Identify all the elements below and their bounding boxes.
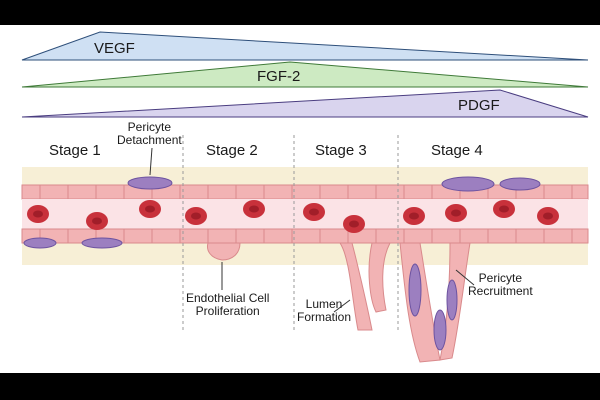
lumen-formation-leader	[333, 299, 351, 313]
endothelial-proliferation-line2: Proliferation	[195, 304, 260, 318]
lumen-formation-line1: Lumen	[305, 297, 343, 311]
red-blood-cell	[403, 207, 425, 225]
red-blood-cell	[243, 200, 265, 218]
tissue-band-bottom	[22, 243, 588, 265]
stage-1-label: Stage 1	[49, 142, 101, 159]
pericyte-detachment-line2: Detachment	[117, 133, 182, 147]
vessel-wall-bottom	[21, 228, 589, 244]
pericyte	[433, 309, 447, 351]
pericyte-recruitment-line1: Pericyte	[478, 271, 523, 285]
fgf2-label: FGF-2	[257, 68, 301, 85]
stage2-cell-cluster	[207, 242, 241, 261]
pericyte-detachment-leader	[149, 147, 153, 176]
red-blood-cell	[139, 200, 161, 218]
pdgf-label: PDGF	[458, 97, 500, 114]
fgf2-gradient-wedge	[21, 61, 589, 88]
pericyte	[127, 176, 173, 190]
pericyte-recruitment-leader	[455, 269, 475, 286]
red-blood-cells	[27, 200, 559, 233]
pericyte-detachment-line1: Pericyte	[127, 120, 172, 134]
pericyte	[81, 237, 123, 249]
pdgf-gradient-wedge	[21, 89, 589, 118]
stage-3-label: Stage 3	[315, 142, 367, 159]
red-blood-cell	[303, 203, 325, 221]
vegf-label: VEGF	[94, 40, 135, 57]
pericyte-recruitment-line2: Recruitment	[468, 284, 533, 298]
stage3-sprout	[339, 242, 373, 331]
stage3-sprout-b	[368, 242, 391, 313]
vegf-gradient-wedge	[21, 31, 589, 61]
pericyte	[441, 176, 495, 192]
red-blood-cell	[343, 215, 365, 233]
red-blood-cell	[185, 207, 207, 225]
pericyte-detachment-label: Pericyte Detachment	[117, 121, 182, 147]
red-blood-cell	[493, 200, 515, 218]
red-blood-cell	[27, 205, 49, 223]
lumen-formation-line2: Formation	[297, 310, 352, 324]
endothelial-proliferation-label: Endothelial Cell Proliferation	[186, 292, 269, 318]
pericyte	[499, 177, 541, 191]
red-blood-cell	[445, 204, 467, 222]
pericyte	[446, 279, 458, 321]
pericyte-recruitment-label: Pericyte Recruitment	[468, 272, 533, 298]
stage-4-label: Stage 4	[431, 142, 483, 159]
pericytes	[23, 176, 541, 351]
pericyte	[408, 263, 422, 317]
red-blood-cell	[537, 207, 559, 225]
stage-2-label: Stage 2	[206, 142, 258, 159]
red-blood-cell	[86, 212, 108, 230]
lumen-formation-label: Lumen Formation	[297, 298, 351, 324]
endothelial-proliferation-line1: Endothelial Cell	[186, 291, 270, 305]
pericyte	[23, 237, 57, 249]
endothelial-cell-boundaries	[39, 185, 573, 243]
